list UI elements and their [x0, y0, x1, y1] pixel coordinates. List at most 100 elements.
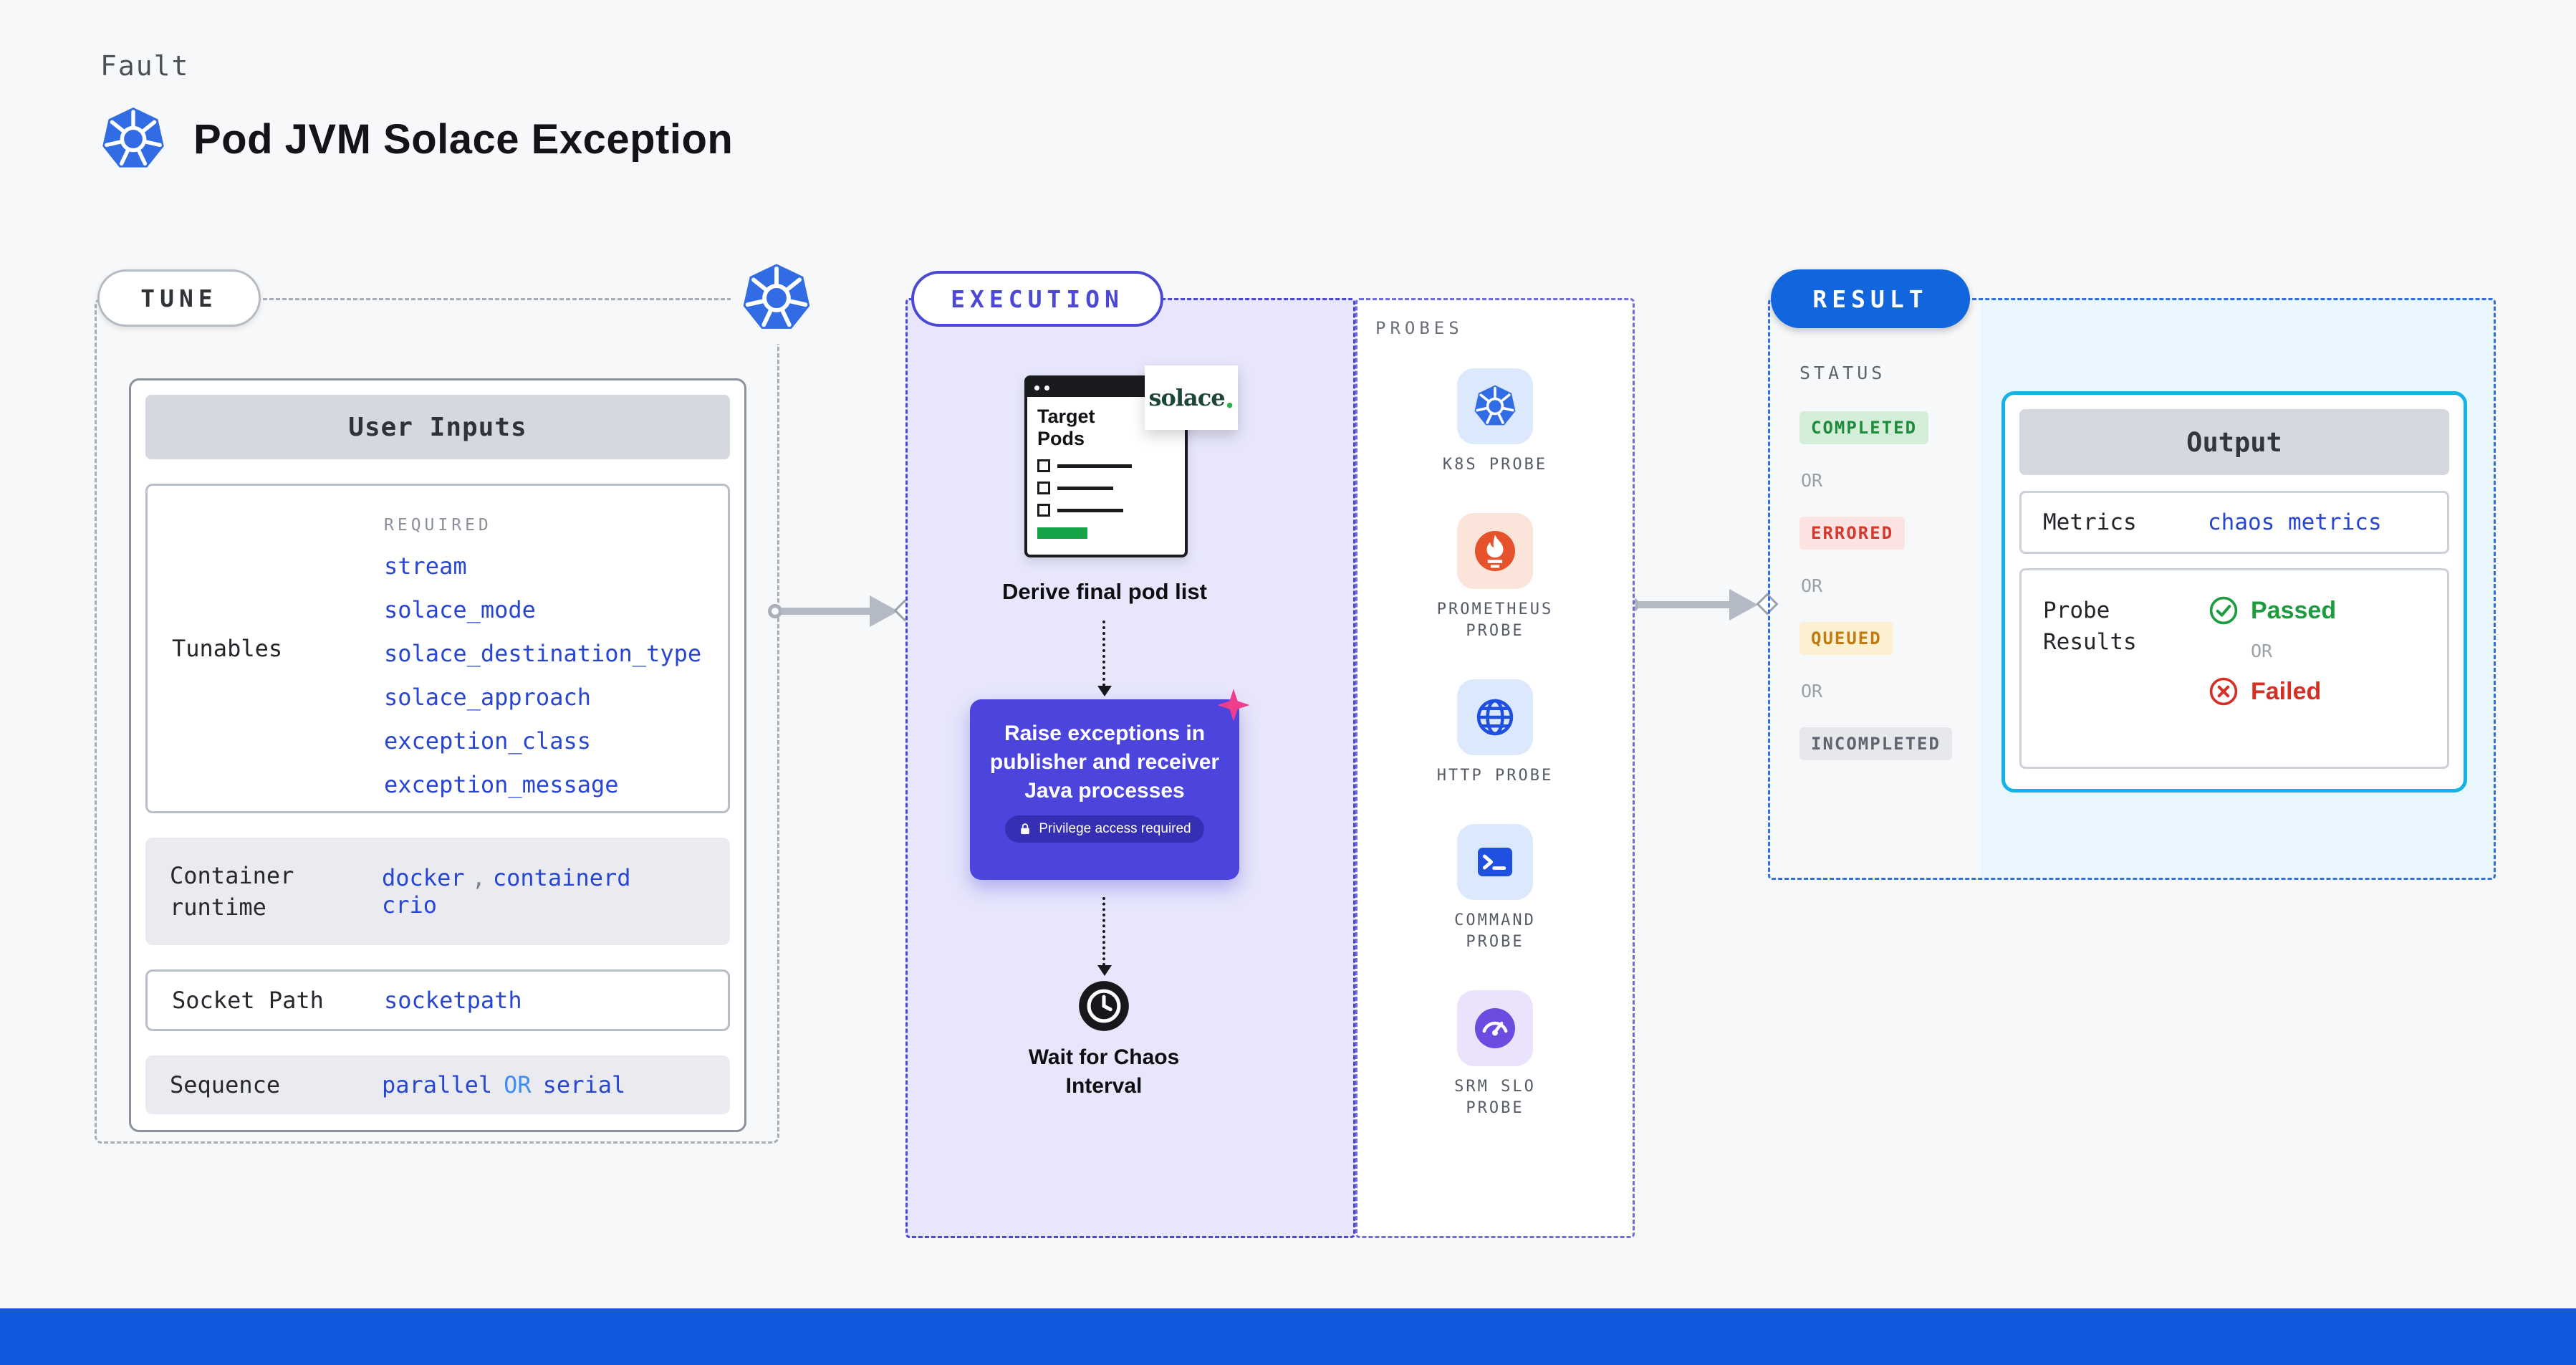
tune-badge: TUNE	[97, 269, 261, 327]
probe-label: COMMAND PROBE	[1454, 911, 1536, 951]
check-circle-icon	[2208, 595, 2239, 626]
status-or: OR	[1801, 470, 1823, 491]
flow-arrow-down	[1097, 621, 1112, 696]
globe-icon	[1472, 694, 1518, 740]
flow-arrow-down	[1097, 897, 1112, 976]
status-or: OR	[1801, 681, 1823, 701]
probe-item: HTTP PROBE	[1437, 679, 1553, 787]
tune-to-execution-arrow	[768, 595, 898, 628]
x-circle-icon	[2208, 676, 2239, 707]
output-card: Output Metrics chaos metrics Probe Resul…	[2001, 391, 2467, 792]
status-badge-completed: COMPLETED	[1799, 411, 1929, 444]
solace-wordmark: solace	[1148, 384, 1225, 411]
execution-to-result-arrow	[1625, 588, 1758, 621]
gauge-icon	[1472, 1005, 1518, 1051]
status-badge-incompleted: INCOMPLETED	[1799, 727, 1952, 760]
probe-results-row: Probe Results Passed OR Failed	[2019, 568, 2449, 769]
probes-list: K8S PROBE PROMETHEUS PROBE HTTP PROBE CO…	[1355, 368, 1635, 1119]
execution-badge: EXECUTION	[911, 271, 1163, 327]
status-badge-errored: ERRORED	[1799, 517, 1905, 550]
status-or: OR	[1801, 575, 1823, 596]
sequence-value: serial	[542, 1071, 626, 1098]
wait-interval-caption: Wait for Chaos Interval	[1028, 1045, 1180, 1098]
checkbox-icon	[1037, 482, 1050, 494]
probe-label: K8S PROBE	[1442, 456, 1548, 474]
arrowhead	[1729, 589, 1758, 621]
kubernetes-probe-icon	[1472, 383, 1518, 429]
status-list: COMPLETED OR ERRORED OR QUEUED OR INCOMP…	[1799, 411, 1952, 760]
probe-item: K8S PROBE	[1443, 368, 1547, 476]
sequence-label: Sequence	[170, 1071, 281, 1098]
solace-logo: solace.	[1145, 365, 1238, 430]
footer-band	[0, 1308, 2576, 1365]
probe-label: PROMETHEUS PROBE	[1436, 600, 1554, 640]
metrics-row: Metrics chaos metrics	[2019, 491, 2449, 554]
derive-pod-list-caption: Derive final pod list	[1002, 579, 1207, 604]
privilege-badge: Privilege access required	[1005, 815, 1204, 843]
probes-panel-outline	[1355, 298, 1635, 1238]
page-title: Pod JVM Solace Exception	[193, 115, 734, 163]
metrics-label: Metrics	[2043, 509, 2137, 535]
raise-exceptions-box: Raise exceptions in publisher and receiv…	[970, 699, 1239, 880]
probes-title: PROBES	[1375, 318, 1464, 338]
socket-path-label: Socket Path	[172, 987, 324, 1014]
tunables-values: REQUIRED stream solace_mode solace_desti…	[384, 486, 701, 811]
tunables-label: Tunables	[172, 635, 283, 662]
clock-icon	[1077, 979, 1131, 1033]
arrowhead	[870, 595, 898, 627]
sequence-value: parallel	[382, 1071, 493, 1098]
progress-bar	[1037, 527, 1087, 539]
solace-dot: .	[1224, 380, 1235, 415]
result-badge: RESULT	[1771, 269, 1970, 328]
page-header: Pod JVM Solace Exception	[99, 105, 733, 173]
tunable-item: solace_mode	[384, 596, 536, 623]
tunable-item: solace_destination_type	[384, 640, 702, 667]
tunable-item: solace_approach	[384, 684, 591, 711]
probe-label: HTTP PROBE	[1436, 767, 1554, 785]
sequence-row: Sequence parallel OR serial	[145, 1055, 730, 1114]
lock-icon	[1018, 822, 1032, 836]
user-inputs-card: User Inputs Tunables REQUIRED stream sol…	[129, 378, 746, 1132]
fault-kicker: Fault	[100, 50, 190, 82]
probe-label: SRM SLO PROBE	[1454, 1078, 1536, 1117]
probe-result-or: OR	[2251, 641, 2273, 661]
window-dot	[1044, 385, 1049, 391]
runtime-value: containerd	[492, 864, 631, 891]
checkbox-icon	[1037, 504, 1050, 517]
probe-results-label: Probe Results	[2043, 598, 2137, 655]
terminal-icon	[1472, 839, 1518, 885]
target-pods-title: Target Pods	[1037, 406, 1095, 449]
user-inputs-header: User Inputs	[145, 395, 730, 459]
runtime-value: docker	[382, 864, 465, 891]
status-badge-queued: QUEUED	[1799, 622, 1893, 655]
probe-item: PROMETHEUS PROBE	[1420, 513, 1570, 642]
tunable-item: exception_message	[384, 771, 619, 798]
checkbox-icon	[1037, 459, 1050, 472]
runtime-value: crio	[382, 891, 438, 919]
probe-item: COMMAND PROBE	[1420, 824, 1570, 953]
socket-path-value: socketpath	[384, 987, 522, 1014]
window-dot	[1034, 385, 1039, 391]
tunables-row: Tunables REQUIRED stream solace_mode sol…	[145, 484, 730, 813]
container-runtime-values: docker,containerd crio	[382, 838, 631, 945]
connector-ring	[768, 604, 782, 618]
status-title: STATUS	[1799, 363, 1886, 383]
probe-item: SRM SLO PROBE	[1420, 990, 1570, 1119]
tunable-item: exception_class	[384, 727, 591, 755]
kubernetes-logo-icon	[99, 105, 168, 173]
required-label: REQUIRED	[384, 516, 492, 535]
kubernetes-logo-icon	[739, 261, 814, 335]
probe-result-failed: Failed	[2208, 676, 2336, 707]
tune-corner-icon-tile	[731, 252, 822, 344]
socket-path-row: Socket Path socketpath	[145, 969, 730, 1031]
metrics-value: chaos metrics	[2208, 509, 2382, 535]
output-header: Output	[2019, 409, 2449, 475]
tunable-item: stream	[384, 552, 467, 580]
container-runtime-row: Container runtime docker,containerd crio	[145, 838, 730, 945]
container-runtime-label: Container runtime	[170, 862, 294, 921]
separator: ,	[471, 864, 486, 891]
action-text: Raise exceptions in publisher and receiv…	[989, 722, 1220, 803]
prometheus-probe-icon	[1472, 528, 1518, 574]
sequence-or: OR	[504, 1071, 532, 1098]
